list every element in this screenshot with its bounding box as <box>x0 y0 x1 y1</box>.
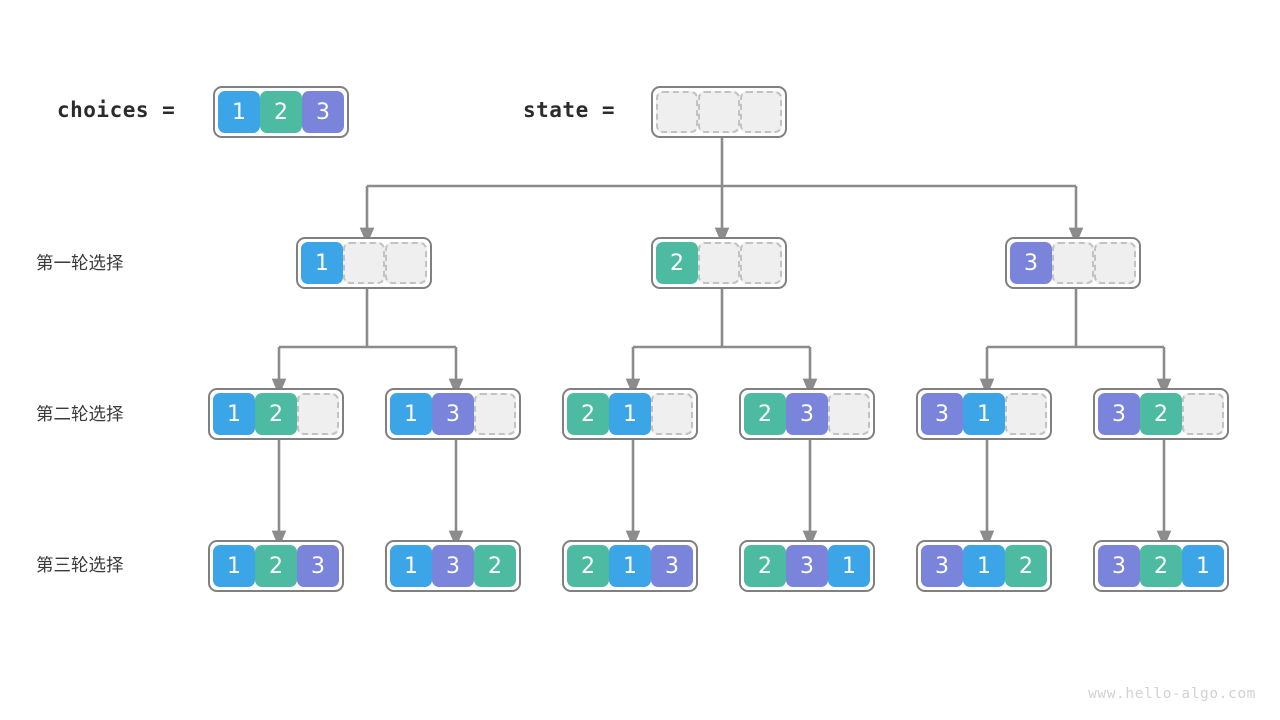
array-cell-empty <box>740 91 782 133</box>
array-cell-value: 3 <box>1010 242 1052 284</box>
row-label-3: 第三轮选择 <box>36 556 124 576</box>
array-cell-empty <box>828 393 870 435</box>
array-cell-empty <box>651 393 693 435</box>
array-cell-empty <box>474 393 516 435</box>
array-cell-value: 1 <box>390 545 432 587</box>
array-cell-value: 3 <box>651 545 693 587</box>
array-cell-empty <box>1182 393 1224 435</box>
array-cell-value: 3 <box>297 545 339 587</box>
array-cell-value: 1 <box>963 545 1005 587</box>
array-cell-empty <box>698 91 740 133</box>
array-cell-value: 2 <box>255 393 297 435</box>
array-cell-value: 3 <box>921 393 963 435</box>
row-1-node-3: 3 <box>1005 237 1141 289</box>
row-1-node-1: 1 <box>296 237 432 289</box>
array-cell-value: 2 <box>255 545 297 587</box>
array-cell-empty <box>1052 242 1094 284</box>
array-cell-value: 2 <box>1140 393 1182 435</box>
array-cell-empty <box>343 242 385 284</box>
array-cell-value: 3 <box>786 545 828 587</box>
array-cell-value: 1 <box>609 545 651 587</box>
array-cell-value: 1 <box>213 545 255 587</box>
array-cell-empty <box>698 242 740 284</box>
array-cell-empty <box>385 242 427 284</box>
row-label-1: 第一轮选择 <box>36 254 124 274</box>
watermark: www.hello-algo.com <box>1088 686 1256 702</box>
array-cell-value: 1 <box>1182 545 1224 587</box>
row-1-node-2: 2 <box>651 237 787 289</box>
array-cell-value: 1 <box>218 91 260 133</box>
array-cell-value: 1 <box>963 393 1005 435</box>
array-cell-value: 2 <box>567 393 609 435</box>
array-cell-value: 3 <box>786 393 828 435</box>
array-cell-value: 3 <box>432 545 474 587</box>
array-cell-value: 2 <box>1140 545 1182 587</box>
array-cell-value: 1 <box>213 393 255 435</box>
array-cell-value: 3 <box>921 545 963 587</box>
array-cell-empty <box>1005 393 1047 435</box>
array-cell-value: 3 <box>1098 545 1140 587</box>
array-cell-value: 2 <box>567 545 609 587</box>
state-label: state = <box>523 98 616 122</box>
array-cell-value: 1 <box>828 545 870 587</box>
array-cell-value: 2 <box>1005 545 1047 587</box>
array-cell-value: 3 <box>302 91 344 133</box>
array-cell-empty <box>740 242 782 284</box>
row-label-2: 第二轮选择 <box>36 405 124 425</box>
array-cell-value: 2 <box>744 393 786 435</box>
array-cell-value: 3 <box>1098 393 1140 435</box>
array-cell-empty <box>1094 242 1136 284</box>
array-cell-value: 3 <box>432 393 474 435</box>
state-array <box>651 86 787 138</box>
array-cell-value: 1 <box>609 393 651 435</box>
array-cell-value: 1 <box>390 393 432 435</box>
array-cell-value: 2 <box>744 545 786 587</box>
array-cell-empty <box>297 393 339 435</box>
choices-label: choices = <box>57 98 176 122</box>
array-cell-value: 2 <box>260 91 302 133</box>
array-cell-value: 1 <box>301 242 343 284</box>
array-cell-value: 2 <box>656 242 698 284</box>
array-cell-empty <box>656 91 698 133</box>
array-cell-value: 2 <box>474 545 516 587</box>
